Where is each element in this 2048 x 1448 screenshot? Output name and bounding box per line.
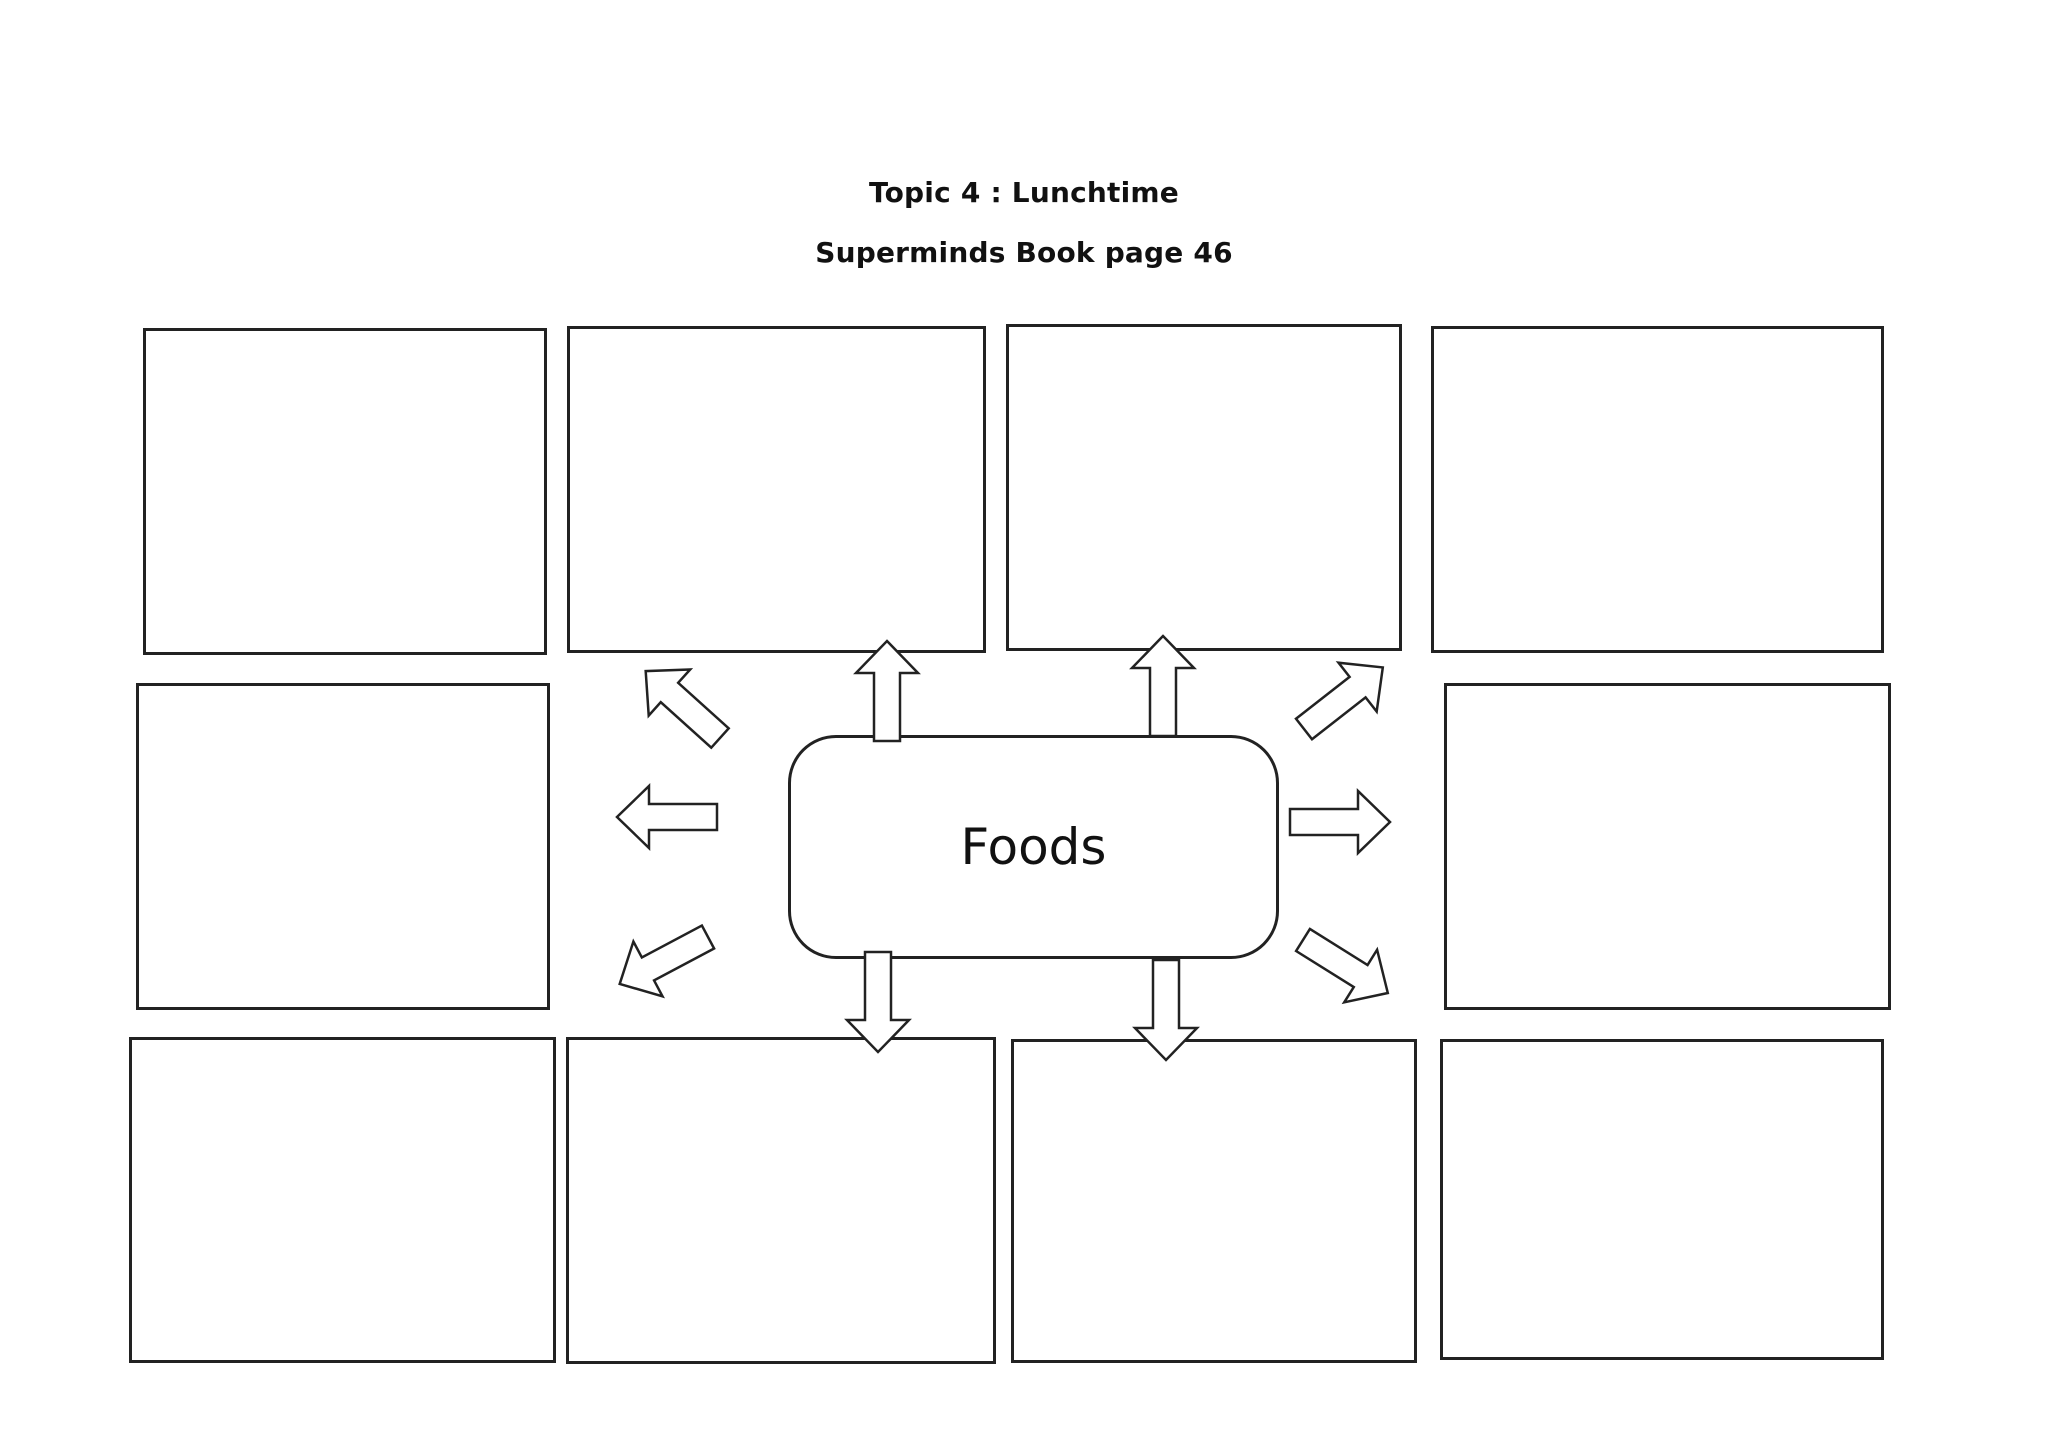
center-topic-box: Foods: [788, 735, 1279, 959]
worksheet-subtitle: Superminds Book page 46: [815, 236, 1233, 269]
answer-box-top-3[interactable]: [1006, 324, 1402, 651]
answer-box-top-2[interactable]: [567, 326, 986, 653]
answer-box-bottom-2[interactable]: [566, 1037, 996, 1364]
answer-box-middle-left[interactable]: [136, 683, 550, 1010]
answer-box-top-1[interactable]: [143, 328, 547, 655]
answer-box-top-4[interactable]: [1431, 326, 1884, 653]
answer-box-bottom-1[interactable]: [129, 1037, 556, 1363]
answer-box-bottom-4[interactable]: [1440, 1039, 1884, 1360]
worksheet-title: Topic 4 : Lunchtime: [869, 176, 1179, 209]
answer-box-middle-right[interactable]: [1444, 683, 1891, 1010]
center-topic-label: Foods: [960, 818, 1107, 876]
answer-box-bottom-3[interactable]: [1011, 1039, 1417, 1363]
